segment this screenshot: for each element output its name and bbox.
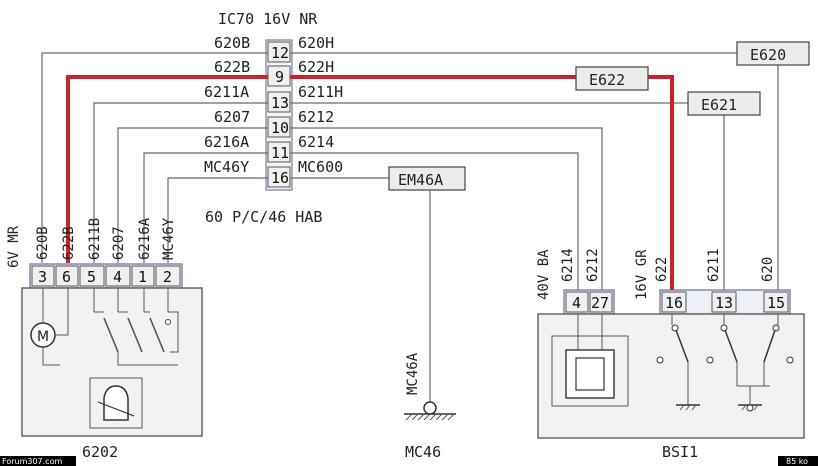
wire-label-mc600: MC600 <box>298 158 343 176</box>
wire-label-620h: 620H <box>298 34 334 52</box>
wire-label-620b: 620B <box>214 34 250 52</box>
6202-pin-2: 2 <box>163 268 172 286</box>
pin-10: 10 <box>271 119 289 137</box>
pin-13: 13 <box>271 94 289 112</box>
bsi1-left-pin-header: 4 27 <box>563 289 615 315</box>
wire-label-6212: 6212 <box>298 108 334 126</box>
6202-wire-6216a: 6216A <box>137 217 153 260</box>
e622-box <box>575 66 649 91</box>
bsi1-right-connector-label: 16V GR <box>634 249 650 300</box>
6202-pin-3: 3 <box>38 268 47 286</box>
em46a-box <box>388 166 466 191</box>
6202-wire-mc46y: MC46Y <box>161 217 177 260</box>
pin-11: 11 <box>271 144 289 162</box>
module-6202: M <box>21 287 203 437</box>
wire-label-mc46y: MC46Y <box>204 158 249 176</box>
footer-site-badge <box>0 456 76 466</box>
em46a-label: EM46A <box>398 171 443 189</box>
e622-label: E622 <box>589 71 625 89</box>
e620-label: E620 <box>750 46 786 64</box>
wire-label-6216a: 6216A <box>204 133 249 151</box>
6202-wire-6211b: 6211B <box>87 218 103 260</box>
pin-9: 9 <box>275 68 284 86</box>
6202-wire-622b: 622B <box>61 226 77 260</box>
bsi1-pin-16: 16 <box>665 294 683 312</box>
wire-label-6214: 6214 <box>298 133 334 151</box>
e621-box <box>687 91 761 116</box>
6202-pin-4: 4 <box>113 268 122 286</box>
wire-label-6211h: 6211H <box>298 83 343 101</box>
bsi1-wire-6211: 6211 <box>706 248 722 282</box>
6202-name: 6202 <box>82 443 118 461</box>
6202-pin-1: 1 <box>138 268 147 286</box>
svg-text:M: M <box>37 329 49 345</box>
wire-label-6211a: 6211A <box>204 83 249 101</box>
footer-size-badge <box>778 456 818 466</box>
pin-12: 12 <box>271 44 289 62</box>
left-wires <box>41 52 268 263</box>
6202-pin-header: 3 6 5 4 1 2 <box>29 263 183 289</box>
car-lock-icon <box>89 377 143 429</box>
ground-icon <box>404 401 456 421</box>
bsi1-pin-15: 15 <box>767 294 785 312</box>
mc46-name: MC46 <box>405 443 441 461</box>
6202-pin-5: 5 <box>87 268 96 286</box>
right-wires <box>290 52 779 402</box>
relay-switches-icon <box>656 314 794 412</box>
wire-label-622h: 622H <box>298 58 334 76</box>
chip-icon <box>551 314 629 407</box>
footer-site: Forum307.com <box>2 457 62 466</box>
connector-ic70: 12 9 13 10 11 16 <box>265 39 293 191</box>
6202-wire-6207: 6207 <box>111 226 127 260</box>
pin-16: 16 <box>271 169 289 187</box>
bsi1-wire-6212: 6212 <box>585 248 601 282</box>
e620-box <box>736 41 810 66</box>
wire-label-622b: 622B <box>214 58 250 76</box>
6202-connector-label: 6V MR <box>6 225 22 268</box>
bsi1-pin-27: 27 <box>591 294 609 312</box>
bsi1-pin-13: 13 <box>715 294 733 312</box>
6202-wire-620b: 620B <box>35 226 51 260</box>
6202-pin-6: 6 <box>62 268 71 286</box>
highlighted-wire-622 <box>66 75 674 292</box>
module-bsi1 <box>537 313 805 439</box>
bsi1-wire-622: 622 <box>654 257 670 282</box>
switch-group-icon <box>93 288 179 366</box>
e621-label: E621 <box>701 96 737 114</box>
bsi1-right-pin-header: 16 13 15 <box>659 289 791 315</box>
mc46a-wire-label: MC46A <box>405 352 421 395</box>
motor-icon: M <box>30 288 69 366</box>
bsi1-pin-4: 4 <box>572 294 581 312</box>
wire-label-6207: 6207 <box>214 108 250 126</box>
footer-size: 85 ko <box>786 457 808 466</box>
bsi1-left-connector-label: 40V BA <box>536 249 552 300</box>
bsi1-wire-6214: 6214 <box>560 248 576 282</box>
bsi1-wire-620: 620 <box>760 257 776 282</box>
connector-title: IC70 16V NR <box>218 10 318 28</box>
bsi1-name: BSI1 <box>662 443 698 461</box>
connector-subtitle: 60 P/C/46 HAB <box>205 208 322 226</box>
